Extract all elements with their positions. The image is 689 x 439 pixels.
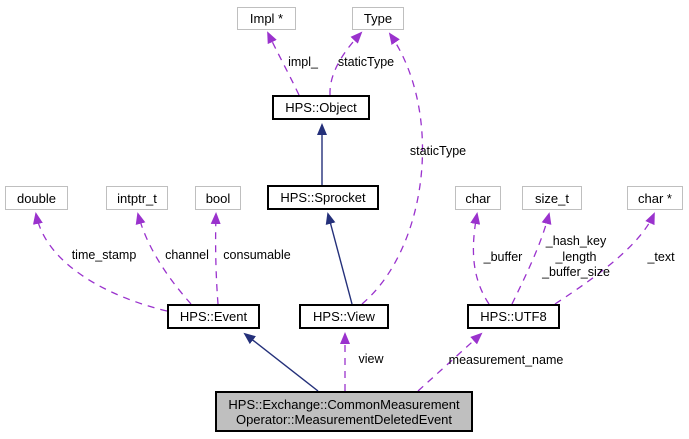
edge-object-to-impl — [267, 31, 300, 96]
main-node-label-line1: HPS::Exchange::CommonMeasurement — [228, 396, 460, 412]
edge-utf8-to-charptr — [554, 212, 655, 305]
node-impl-ptr[interactable]: Impl * — [237, 7, 296, 30]
node-intptr-t[interactable]: intptr_t — [106, 186, 168, 210]
node-size-t[interactable]: size_t — [522, 186, 582, 210]
edge-label-statictype-view: staticType — [409, 144, 467, 158]
edge-event-to-bool — [210, 212, 221, 305]
node-measurement-deleted-event[interactable]: HPS::Exchange::CommonMeasurement Operato… — [215, 391, 473, 432]
node-char[interactable]: char — [455, 186, 501, 210]
edge-view-to-sprocket — [325, 212, 353, 305]
edge-label-hash-key-length-buffer-size: _hash_key _length _buffer_size — [542, 234, 610, 281]
edge-label-hash-key: _hash_key — [545, 233, 607, 248]
node-char-ptr[interactable]: char * — [627, 186, 683, 210]
edge-label-view: view — [358, 352, 384, 366]
node-hps-sprocket[interactable]: HPS::Sprocket — [267, 185, 379, 210]
edge-label-measurement-name: measurement_name — [448, 353, 564, 367]
node-bool[interactable]: bool — [195, 186, 241, 210]
edge-object-to-type — [329, 31, 363, 96]
edge-view-to-type — [361, 32, 424, 305]
edge-event-to-double — [32, 212, 168, 312]
main-node-label-line2: Operator::MeasurementDeletedEvent — [235, 411, 453, 427]
node-type[interactable]: Type — [352, 7, 404, 30]
edge-label-statictype-object: staticType — [337, 55, 395, 69]
edge-label-text: _text — [647, 250, 675, 264]
edge-main-to-utf8 — [417, 332, 483, 392]
edge-label-impl: impl_ — [288, 55, 318, 69]
edge-utf8-to-char — [470, 212, 490, 305]
edge-label-buffer-size: _buffer_size — [542, 264, 610, 279]
node-hps-view[interactable]: HPS::View — [299, 304, 389, 329]
edge-event-to-intptr — [135, 212, 192, 305]
node-hps-utf8[interactable]: HPS::UTF8 — [467, 304, 560, 329]
node-hps-event[interactable]: HPS::Event — [167, 304, 260, 329]
edge-label-length: _length — [555, 249, 597, 264]
edge-main-to-event — [243, 332, 319, 392]
node-hps-object[interactable]: HPS::Object — [272, 95, 370, 120]
edge-label-buffer: _buffer — [483, 250, 523, 264]
edge-label-channel: channel — [165, 248, 209, 262]
edge-label-consumable: consumable — [223, 248, 291, 262]
node-double[interactable]: double — [5, 186, 68, 210]
edge-label-time-stamp: time_stamp — [71, 248, 137, 262]
